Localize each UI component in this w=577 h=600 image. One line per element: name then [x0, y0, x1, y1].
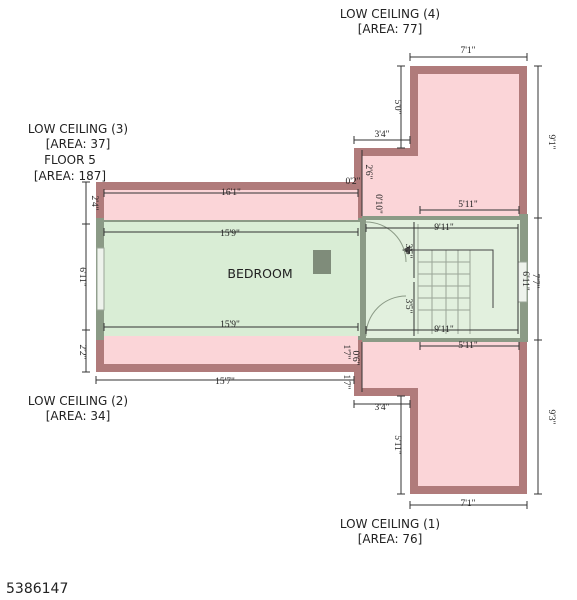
dim-stair-lower-height: 3'5"	[403, 298, 413, 313]
dim-corner-small-b: 0'10"	[373, 194, 383, 214]
dim-lower-band-height: 2'2"	[77, 344, 87, 359]
dim-top-notch-height: 2'6"	[363, 164, 373, 179]
low-ceiling-4-name: LOW CEILING (4)	[340, 7, 440, 21]
dim-bottom-width: 7'1"	[460, 499, 475, 509]
dim-bedroom-top-width: 15'9"	[220, 229, 240, 239]
dim-top-notch-width: 3'4"	[374, 130, 389, 140]
low-ceiling-4-area	[362, 74, 519, 216]
floor-area-label: [AREA: 187]	[34, 169, 106, 183]
stair-arrow-head	[402, 246, 410, 254]
dim-stair-right-height: 6'11"	[520, 271, 530, 291]
staircase	[402, 224, 494, 334]
dim-top-width: 7'1"	[460, 46, 475, 56]
floor-name: FLOOR 5	[44, 153, 96, 167]
room-fills	[96, 74, 528, 486]
dim-upper-band-width: 16'1"	[221, 188, 241, 198]
dim-bedroom-bottom-width: 15'9"	[220, 320, 240, 330]
stair-arrow-line	[407, 249, 494, 308]
dim-bottom-inner-width: 5'11"	[458, 341, 478, 351]
dim-stair-top-width: 9'11"	[434, 223, 454, 233]
dim-closet-right-height: 7'7"	[530, 273, 540, 288]
chimney-block	[313, 250, 331, 274]
low-ceiling-3-area-label: [AREA: 37]	[46, 137, 111, 151]
low-ceiling-1-area-label: [AREA: 76]	[358, 532, 423, 546]
dim-bottom-corner-c: 1'7"	[341, 374, 351, 389]
dim-lower-band-width: 15'7"	[215, 377, 235, 387]
door-swing-upper	[365, 221, 407, 263]
dim-bottom-corner-a: 1'7"	[341, 344, 351, 359]
room-labels: LOW CEILING (4) [AREA: 77] LOW CEILING (…	[28, 7, 440, 546]
low-ceiling-1-name: LOW CEILING (1)	[340, 517, 440, 531]
dim-top-right-height: 9'1"	[546, 134, 556, 149]
left-window	[96, 247, 105, 311]
dim-stair-bottom-width: 9'11"	[434, 325, 454, 335]
dim-bottom-corner-b: 0'6"	[350, 350, 360, 365]
dim-top-inner-width: 5'11"	[458, 200, 478, 210]
bedroom-label: BEDROOM	[227, 266, 292, 281]
dimension-lines	[82, 53, 542, 509]
listing-id: 5386147	[6, 581, 69, 597]
bedroom-area	[104, 222, 360, 336]
low-ceiling-1-area	[362, 342, 519, 486]
dim-bottom-right-height: 9'3"	[546, 409, 556, 424]
low-ceiling-2-area	[104, 336, 358, 364]
dim-stair-upper-height: 3'5"	[403, 243, 413, 258]
dim-bedroom-height: 6'11"	[77, 267, 87, 287]
low-ceiling-3-area	[104, 190, 358, 220]
low-ceiling-2-name: LOW CEILING (2)	[28, 394, 128, 408]
dim-bottom-notch-width: 3'4"	[374, 403, 389, 413]
dimension-labels: 7'1" 9'1" 5'0" 3'4" 2'6" 5'11" 16'1" 2'4…	[77, 46, 556, 509]
door-swing-lower	[365, 295, 407, 337]
low-ceiling-2-area-label: [AREA: 34]	[46, 409, 111, 423]
stair-area	[366, 220, 520, 338]
dim-bottom-lower-height: 5'11"	[392, 435, 402, 455]
low-ceiling-4-area-label: [AREA: 77]	[358, 22, 423, 36]
low-ceiling-3-name: LOW CEILING (3)	[28, 122, 128, 136]
dim-top-upper-height: 5'0"	[392, 99, 402, 114]
doors	[365, 221, 407, 337]
dim-upper-band-height: 2'4"	[89, 195, 99, 210]
dim-corner-small: 0'2"	[345, 177, 360, 187]
